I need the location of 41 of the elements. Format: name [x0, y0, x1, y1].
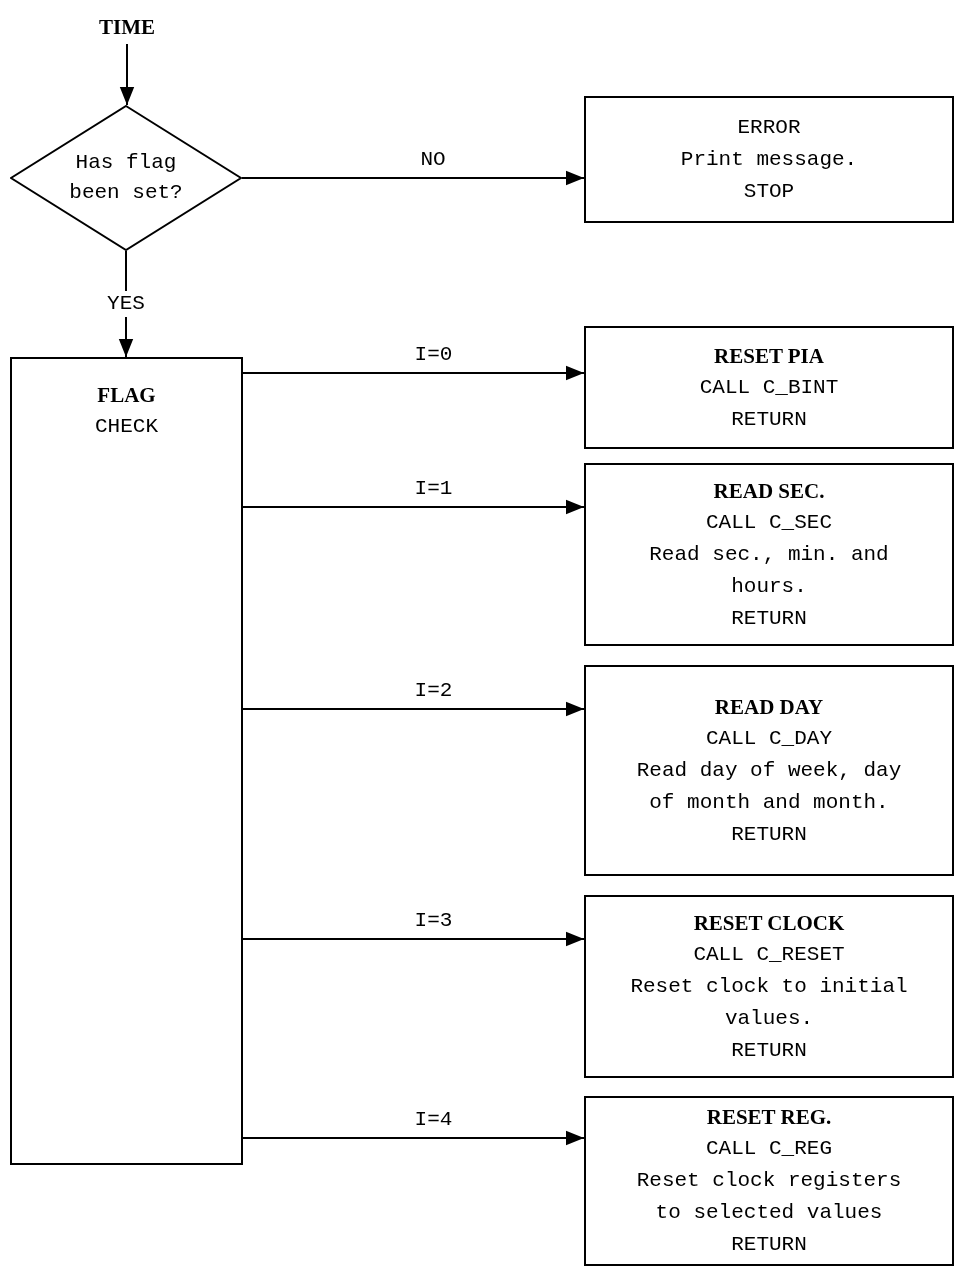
box-text: CALL C_REG: [706, 1136, 832, 1162]
process-box: [584, 326, 954, 449]
box-text: Print message.: [680, 146, 858, 173]
process-box: [584, 895, 954, 1078]
arrow: [119, 43, 135, 106]
box-heading: READ DAY: [714, 693, 824, 721]
process-box: [584, 1096, 954, 1266]
arrow: [242, 1130, 585, 1146]
box-heading: FLAG: [97, 382, 156, 409]
box-text: RETURN: [731, 605, 807, 632]
box-heading: READ SEC.: [713, 477, 825, 505]
box-text: RETURN: [731, 1037, 807, 1064]
box-heading: RESET PIA: [714, 342, 824, 370]
box-text: Reset clock registers to selected values: [635, 1168, 903, 1226]
box-text: CALL C_BINT: [699, 374, 839, 401]
decision-text: Has flag been set?: [68, 150, 184, 206]
box-text: Reset clock to initial values.: [629, 973, 909, 1032]
box-text: CALL C_SEC: [706, 509, 832, 536]
decision-diamond: [10, 105, 242, 251]
box-heading: ERROR: [737, 114, 801, 141]
box-heading: RESET REG.: [706, 1104, 832, 1131]
process-box: [584, 463, 954, 646]
box-text: RETURN: [731, 406, 807, 433]
process-box: [10, 357, 243, 1165]
box-text: RETURN: [731, 1232, 807, 1258]
arrow: [242, 701, 585, 717]
box-heading: RESET CLOCK: [693, 909, 845, 937]
box-text: RETURN: [731, 821, 807, 848]
arrow: [242, 931, 585, 947]
box-text: Read day of week, day of month and month.: [635, 757, 903, 816]
arrow: [242, 365, 585, 381]
arrow: [242, 499, 585, 515]
box-text: STOP: [743, 178, 795, 205]
box-text: Read sec., min. and hours.: [648, 541, 890, 600]
start-label: TIME: [87, 12, 167, 44]
process-box: [584, 665, 954, 876]
box-text: CHECK: [95, 414, 158, 440]
process-box: [584, 96, 954, 223]
box-text: CALL C_DAY: [706, 725, 832, 752]
box-text: CALL C_RESET: [693, 941, 845, 968]
arrow: [241, 170, 585, 186]
